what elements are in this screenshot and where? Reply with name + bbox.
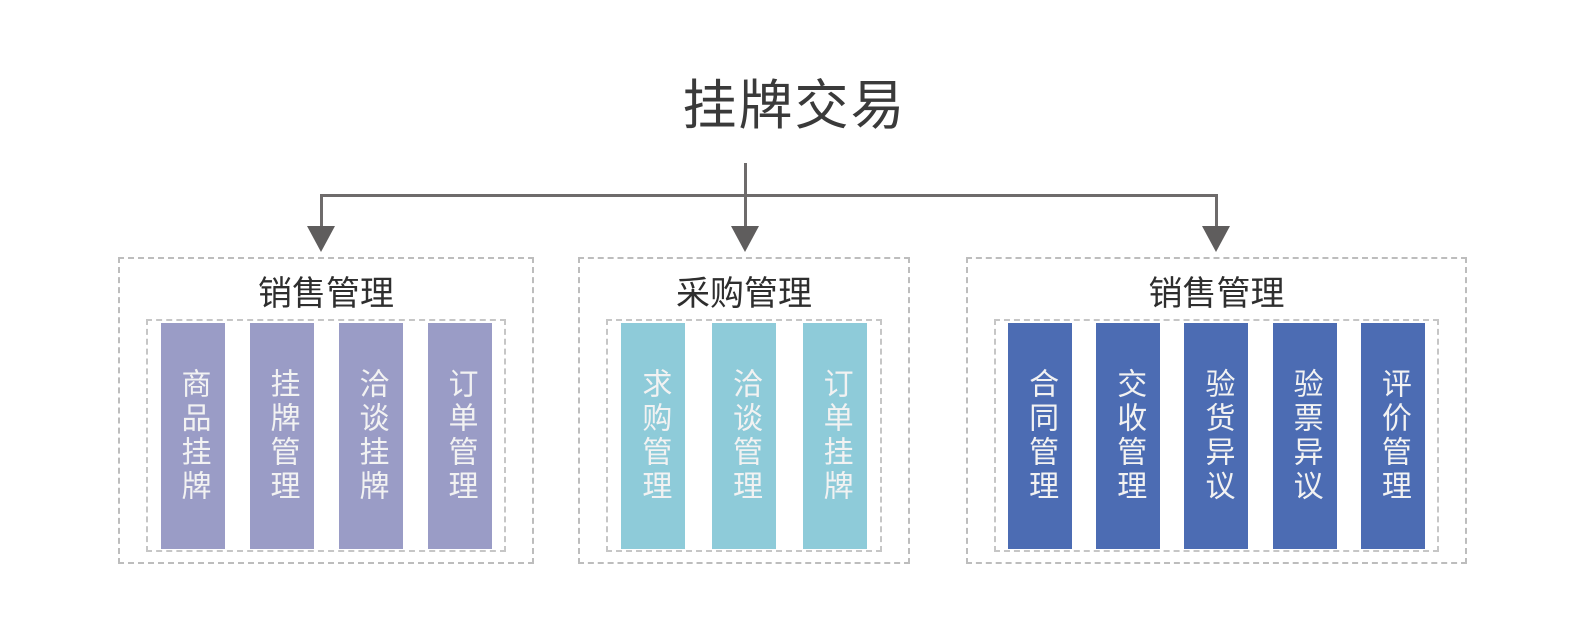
leaf-node[interactable]: 挂牌管理 [249,322,314,549]
group-title: 采购管理 [676,274,812,314]
connector-drop-2 [744,194,747,232]
leaf-node-label: 交收管理 [1111,367,1147,504]
connector-horizontal-bus [320,194,1216,197]
leaf-node[interactable]: 求购管理 [621,322,686,549]
arrow-head-icon-2 [731,226,759,252]
leaf-node-label: 求购管理 [636,367,672,504]
arrow-head-icon-3 [1202,226,1230,252]
leaf-node-label: 验货异议 [1199,367,1235,504]
leaf-node-label: 商品挂牌 [175,367,211,504]
leaf-node[interactable]: 洽谈挂牌 [338,322,403,549]
leaf-node-label: 订单挂牌 [817,367,853,504]
leaf-node[interactable]: 验货异议 [1184,322,1249,549]
leaf-node[interactable]: 交收管理 [1096,322,1161,549]
connector-drop-3 [1215,194,1218,232]
leaf-node-label: 合同管理 [1023,367,1059,504]
leaf-node[interactable]: 评价管理 [1360,322,1425,549]
leaf-node-label: 挂牌管理 [264,367,300,504]
group-procurement-management: 采购管理 求购管理 洽谈管理 订单挂牌 [578,257,910,564]
connector-drop-1 [320,194,323,232]
leaf-node[interactable]: 订单管理 [427,322,492,549]
leaf-node[interactable]: 验票异议 [1272,322,1337,549]
leaf-node-label: 洽谈挂牌 [353,367,389,504]
group-items-container: 合同管理 交收管理 验货异议 验票异议 评价管理 [994,319,1439,552]
leaf-node[interactable]: 合同管理 [1008,322,1073,549]
leaf-node-label: 订单管理 [442,367,478,504]
arrow-head-icon-1 [307,226,335,252]
leaf-node-label: 验票异议 [1287,367,1323,504]
leaf-node[interactable]: 洽谈管理 [711,322,776,549]
connector-stem [744,163,747,196]
leaf-node[interactable]: 订单挂牌 [802,322,867,549]
leaf-node-label: 洽谈管理 [726,367,762,504]
group-sales-management-2: 销售管理 合同管理 交收管理 验货异议 验票异议 评价管理 [966,257,1467,564]
group-sales-management-1: 销售管理 商品挂牌 挂牌管理 洽谈挂牌 订单管理 [118,257,534,564]
leaf-node[interactable]: 商品挂牌 [160,322,225,549]
leaf-node-label: 评价管理 [1375,367,1411,504]
group-items-container: 商品挂牌 挂牌管理 洽谈挂牌 订单管理 [146,319,506,552]
group-items-container: 求购管理 洽谈管理 订单挂牌 [606,319,882,552]
root-node-title: 挂牌交易 [682,74,907,137]
group-title: 销售管理 [258,274,394,314]
group-title: 销售管理 [1148,274,1285,314]
